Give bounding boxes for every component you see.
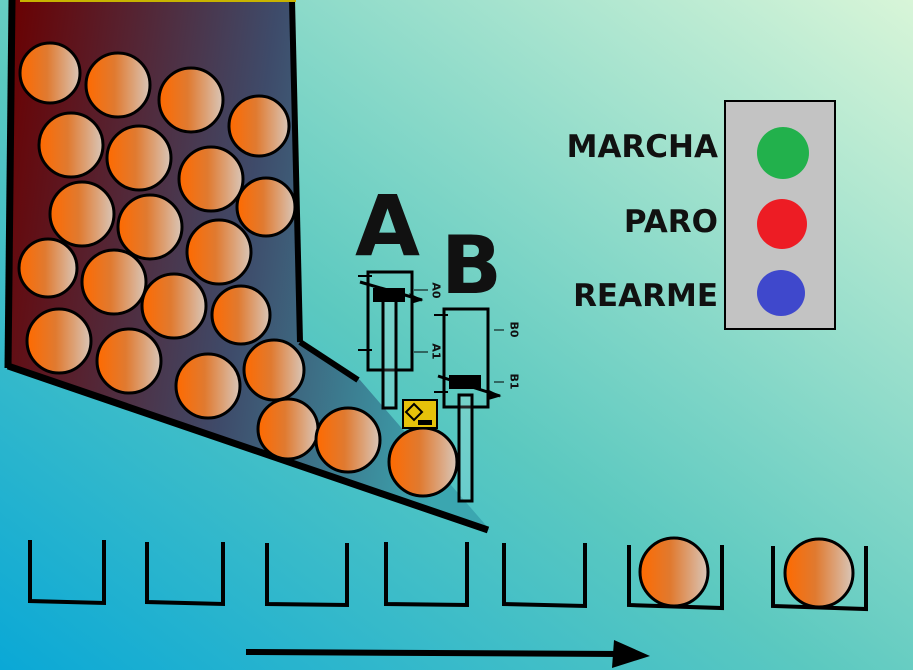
cylinder-a-label: A [355,177,421,275]
stop-button[interactable] [757,199,807,249]
cylinder-a[interactable] [358,270,428,410]
sensor-a1-label: A1 [429,343,443,360]
sensor-b1-label: B1 [507,373,521,390]
sensor-a0-label: A0 [429,282,443,299]
filled-cup-balls [638,536,855,609]
hopper-balls [17,41,459,498]
cup-2 [145,542,225,607]
reset-label: REARME [573,278,718,314]
cylinder-b[interactable] [434,307,504,503]
cylinder-b-label: B [441,219,502,312]
sensor-b0-label: B0 [507,321,521,338]
optical-sensor-icon [402,399,438,429]
cup-4 [384,542,469,608]
start-button[interactable] [757,127,809,179]
cup-1 [28,540,106,606]
cup-5 [502,543,587,609]
dispensing-ball [387,426,459,498]
stop-label: PARO [623,204,718,240]
conveyor-direction-arrow-icon [245,640,650,668]
reset-button[interactable] [757,270,805,316]
start-label: MARCHA [566,129,718,165]
cup-3 [265,543,349,608]
